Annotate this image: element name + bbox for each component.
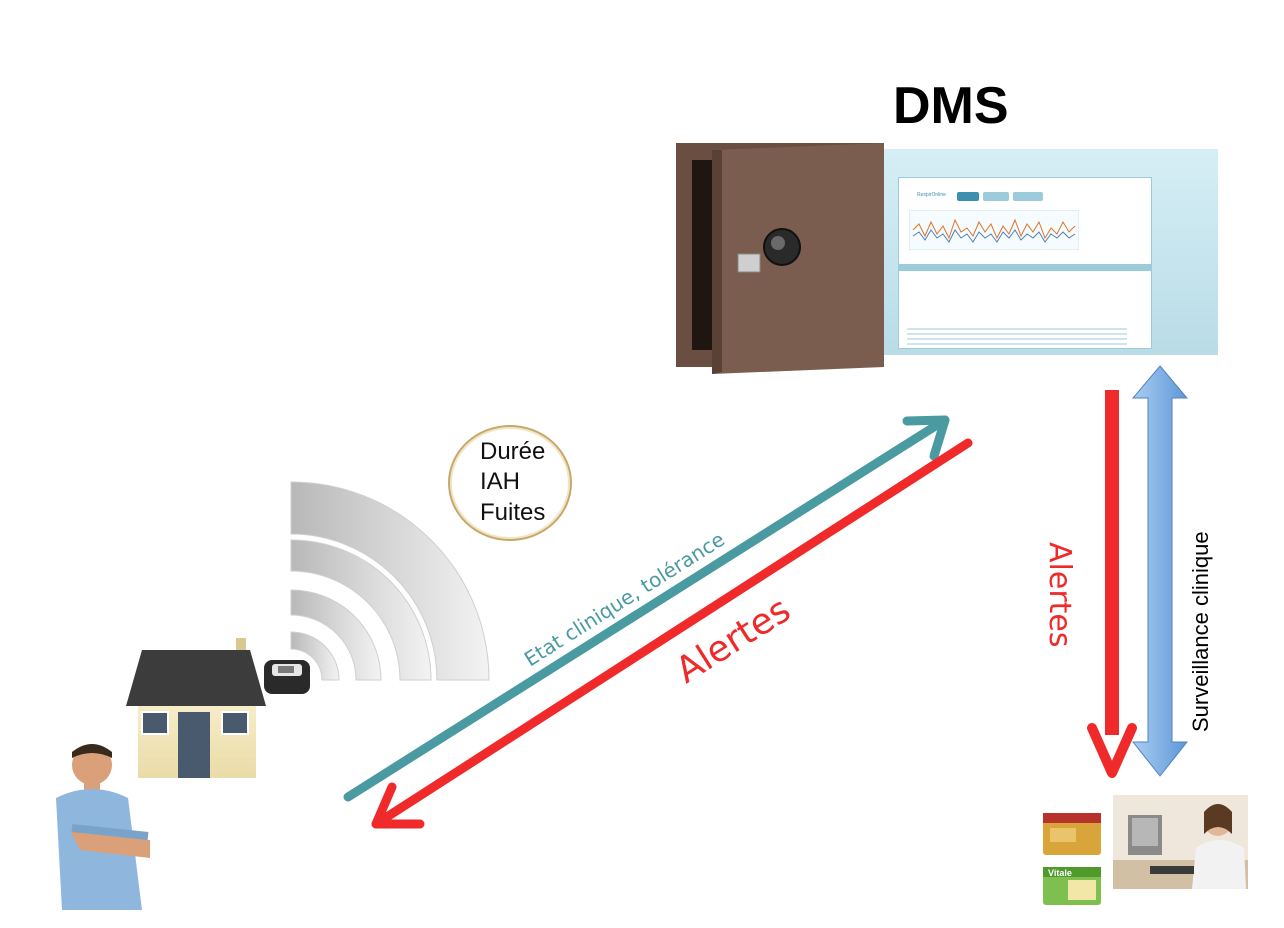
vertical-red-arrow bbox=[1087, 390, 1137, 778]
metric-fuites: Fuites bbox=[480, 499, 546, 526]
metric-iah: IAH bbox=[480, 468, 521, 495]
vertical-red-label: Alertes bbox=[1042, 542, 1077, 648]
vertical-blue-label: Surveillance clinique bbox=[1188, 531, 1213, 732]
screenshot-chart bbox=[909, 210, 1079, 250]
screenshot-tabbar bbox=[899, 264, 1151, 271]
dms-screenshot: RespirOnline bbox=[884, 149, 1218, 355]
patient-icon bbox=[56, 744, 150, 910]
signal-icon bbox=[290, 481, 490, 681]
safe-icon bbox=[676, 143, 884, 374]
metrics-circle bbox=[448, 425, 572, 541]
cpap-device-icon bbox=[264, 660, 310, 694]
screenshot-row bbox=[907, 328, 1127, 330]
vitale-card-icon: Vitale bbox=[1043, 867, 1101, 905]
vertical-blue-arrow bbox=[1131, 365, 1189, 777]
screenshot-tab bbox=[957, 192, 979, 201]
screenshot-tab bbox=[983, 192, 1009, 201]
screenshot-row bbox=[907, 333, 1127, 335]
screenshot-tab bbox=[1013, 192, 1043, 201]
metric-duree: Durée bbox=[480, 438, 546, 465]
health-card-icon bbox=[1043, 813, 1101, 855]
teal-arrow bbox=[343, 415, 950, 802]
screenshot-logo: RespirOnline bbox=[917, 192, 946, 198]
dms-title: DMS bbox=[893, 77, 1009, 135]
doctor-photo bbox=[1113, 795, 1248, 889]
screenshot-row bbox=[907, 338, 1127, 340]
red-arrow bbox=[371, 438, 973, 829]
red-arrow-label: Alertes bbox=[669, 589, 798, 691]
svg-text:Vitale: Vitale bbox=[1048, 868, 1072, 878]
screenshot-panel: RespirOnline bbox=[898, 177, 1152, 349]
screenshot-row bbox=[907, 343, 1127, 345]
house-icon bbox=[126, 638, 266, 778]
